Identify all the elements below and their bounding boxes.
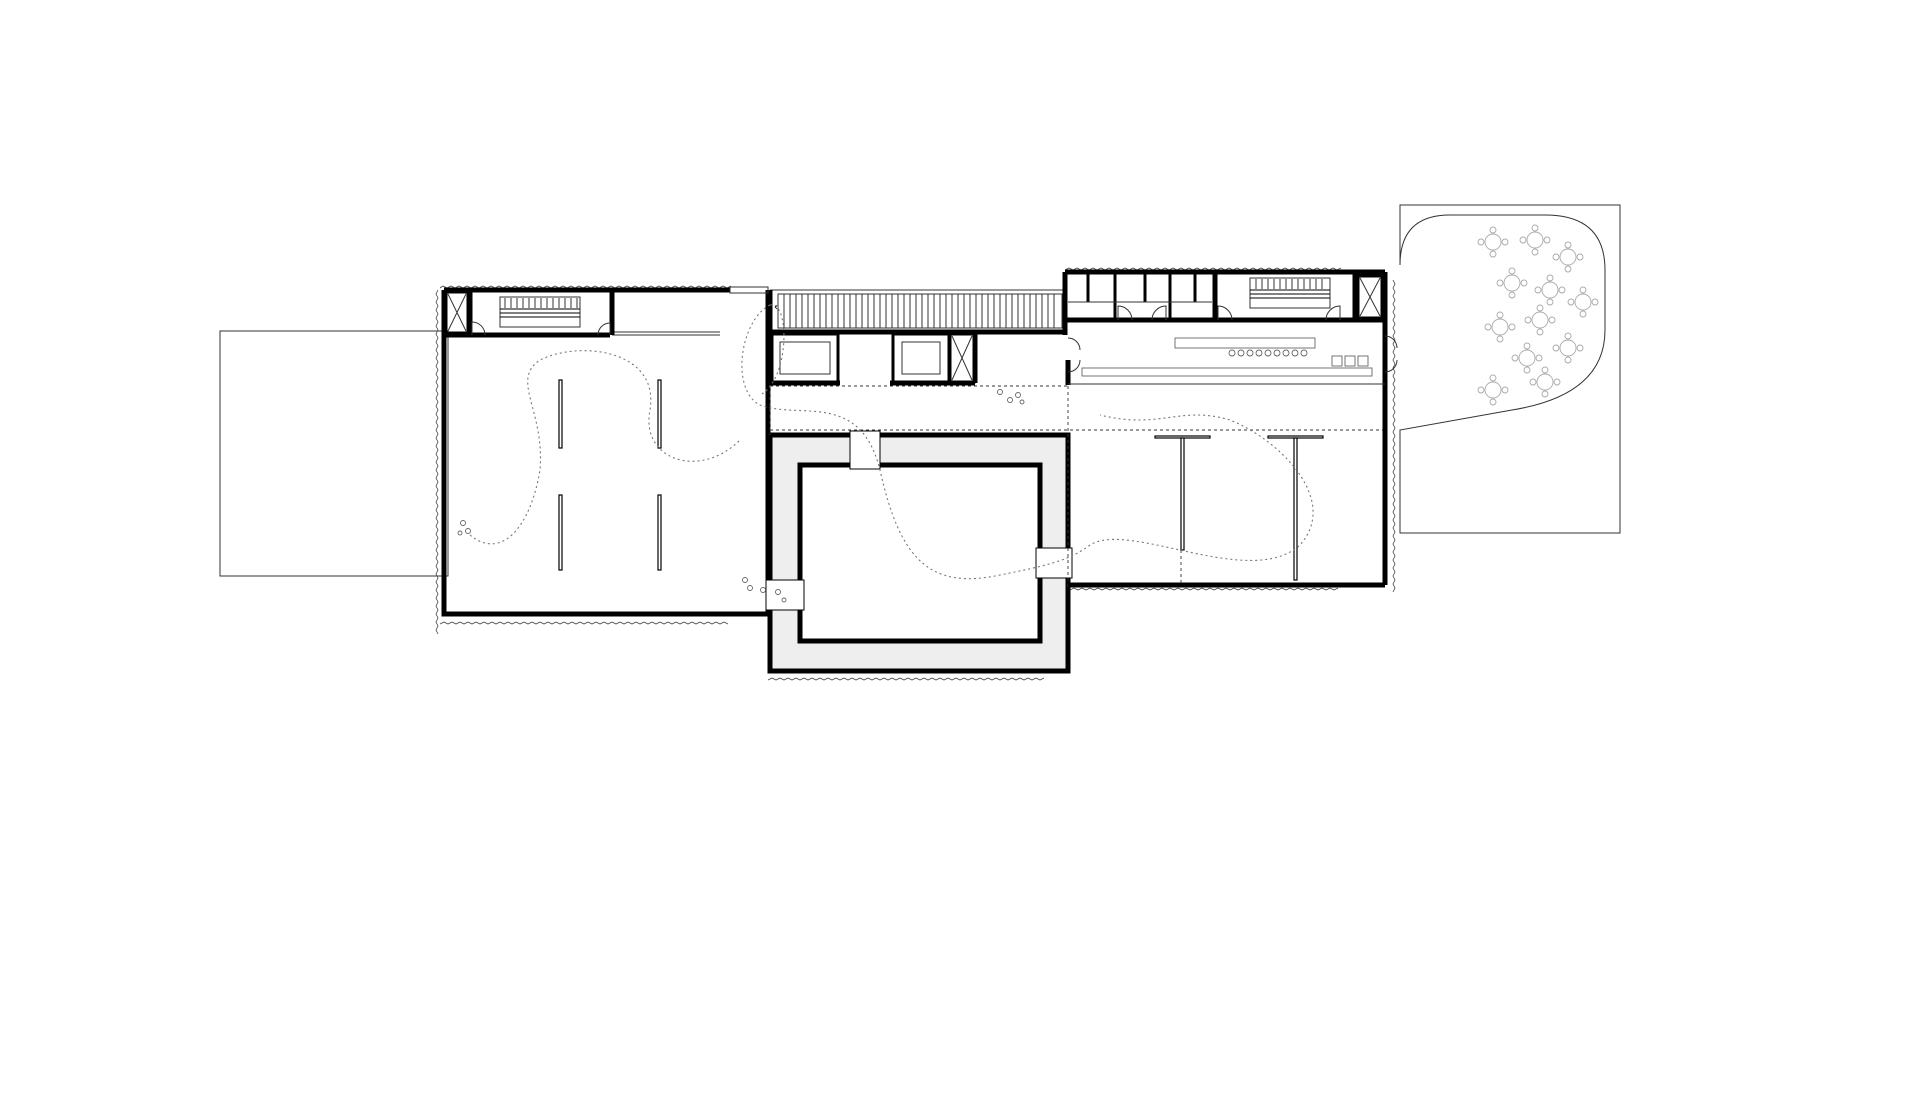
people-central-west xyxy=(742,577,787,603)
east-partition-1 xyxy=(1180,437,1185,551)
west-terrace-outline xyxy=(219,330,449,577)
people-west-gallery xyxy=(457,520,471,536)
east-stair xyxy=(1249,277,1331,309)
cut-edge-east-top xyxy=(1064,267,1342,271)
cut-edge-west-bottom xyxy=(439,621,729,625)
visitor-route-west xyxy=(469,350,741,545)
central-shaft-1-inner xyxy=(779,341,831,375)
east-door-swing-2 xyxy=(1151,305,1167,321)
west-stair xyxy=(499,296,581,328)
east-door-swing-4 xyxy=(1325,305,1341,321)
east-elevator-shaft xyxy=(1356,274,1384,320)
west-partition-4 xyxy=(657,494,662,571)
east-elevator-x2 xyxy=(1359,277,1381,317)
east-door-swing-3 xyxy=(1217,305,1233,321)
people-central-lobby xyxy=(997,389,1025,405)
cut-edge-east-side xyxy=(1392,279,1396,593)
cafe-counter xyxy=(1174,337,1316,349)
central-gallery-opening-west xyxy=(765,579,805,611)
visitor-route-lobby xyxy=(759,304,785,396)
central-shaft-2 xyxy=(891,332,951,384)
west-partition-2 xyxy=(657,379,662,449)
central-stair xyxy=(777,293,1063,329)
west-door-swing-2 xyxy=(597,322,611,336)
east-door-swing-1 xyxy=(1117,305,1133,321)
east-entrance-door xyxy=(1384,335,1398,373)
cafe-bench-row xyxy=(1081,355,1373,377)
garden-tables xyxy=(1477,224,1599,406)
central-shaft-3-x2 xyxy=(951,335,973,381)
central-gallery-opening-north xyxy=(849,430,881,470)
cafe-bar-stools xyxy=(1228,349,1308,357)
central-shaft-1 xyxy=(770,332,840,384)
entrance-arrow-icon: ‹ xyxy=(774,302,778,313)
west-wing-walls xyxy=(441,290,771,617)
cut-edge-west-side xyxy=(435,289,439,635)
east-garden-outline xyxy=(1399,204,1621,534)
west-partition-3 xyxy=(558,494,563,571)
west-elevator-x2 xyxy=(447,293,467,332)
west-balcony-rail xyxy=(729,286,769,294)
central-entrance-door xyxy=(1067,337,1081,373)
west-partition-1 xyxy=(558,379,563,449)
cut-edge-east-bottom xyxy=(1069,587,1339,591)
central-gallery-floor xyxy=(800,465,1040,641)
central-shaft-2-inner xyxy=(901,341,941,375)
visitor-route-central xyxy=(741,304,1314,580)
west-door-swing-1 xyxy=(471,321,486,336)
cut-edge-center-bottom xyxy=(767,677,1045,681)
east-partition-2 xyxy=(1293,437,1298,581)
